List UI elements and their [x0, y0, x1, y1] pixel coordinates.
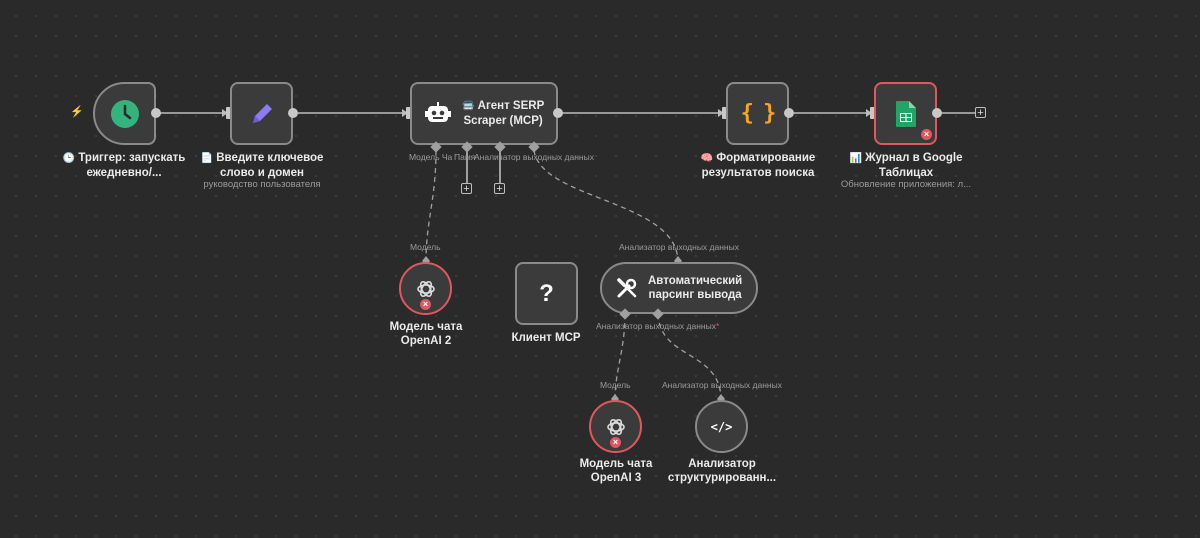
format-output-port[interactable] [784, 108, 794, 118]
mcp-client-node[interactable]: ? [515, 262, 578, 325]
sheets-title: 📊 Журнал в Google Таблицах [849, 152, 963, 179]
robot-icon [425, 101, 451, 122]
input-subtitle: руководство пользователя [203, 179, 321, 190]
input-input-port[interactable] [226, 107, 231, 119]
sheets-subtitle: Обновление приложения: л... [840, 179, 972, 190]
connection-agent-openai2 [425, 149, 437, 263]
openai3-error-icon: × [610, 437, 621, 448]
agent-port-label-memory: Памя [454, 152, 476, 162]
agent-port-label-parser: Анализатор выходных данных [474, 152, 594, 162]
code-icon: </> [710, 419, 733, 434]
input-title: 📄 Введите ключевое слово и домен [200, 152, 324, 179]
tools-icon [617, 278, 637, 298]
add-memory-button[interactable]: + [461, 183, 472, 195]
connection-agent-autoparse [533, 149, 679, 263]
structured-port-label: Анализатор выходных данных [662, 380, 782, 390]
structured-parser-node[interactable]: </> [695, 400, 748, 453]
trigger-title: 🕒 Триггер: запускать ежедневно/... [62, 152, 186, 179]
openai-icon [606, 418, 625, 435]
add-next-node-button[interactable]: + [975, 107, 986, 119]
trigger-output-port[interactable] [151, 108, 161, 118]
trigger-node[interactable] [93, 82, 156, 145]
sheets-output-port[interactable] [932, 108, 942, 118]
openai-icon [416, 280, 435, 297]
agent-output-port[interactable] [553, 108, 563, 118]
agent-input-port[interactable] [406, 107, 411, 119]
connection-autoparse-structured [657, 313, 722, 401]
question-icon: ? [539, 279, 554, 307]
add-tool-button[interactable]: + [494, 183, 505, 195]
agent-node[interactable]: 🚍 Агент SERP Scraper (MCP) [410, 82, 558, 145]
format-title: 🧠 Форматирование результатов поиска [700, 152, 816, 179]
openai3-port-label: Модель [600, 380, 631, 390]
braces-icon: { } [740, 101, 777, 126]
autoparse-top-label: Анализатор выходных данных [619, 242, 739, 252]
google-sheets-icon [895, 100, 916, 127]
format-input-port[interactable] [722, 107, 727, 119]
openai2-error-icon: × [420, 299, 431, 310]
input-output-port[interactable] [288, 108, 298, 118]
openai2-port-label: Модель [410, 242, 441, 252]
mcp-client-title: Клиент MCP [511, 332, 581, 344]
clock-icon [110, 99, 139, 128]
connection-autoparse-openai3 [614, 313, 626, 401]
autoparse-bottom-label: Анализатор выходных данных* [596, 321, 720, 331]
sheets-input-port[interactable] [870, 107, 875, 119]
pencil-icon [252, 103, 272, 123]
format-node[interactable]: { } [726, 82, 789, 145]
sheets-error-icon: × [921, 129, 932, 140]
agent-port-label-model: Модель Ча [409, 152, 453, 162]
bolt-icon: ⚡ [70, 106, 84, 118]
input-node[interactable] [230, 82, 293, 145]
agent-title: 🚍 Агент SERP Scraper (MCP) [462, 100, 545, 127]
